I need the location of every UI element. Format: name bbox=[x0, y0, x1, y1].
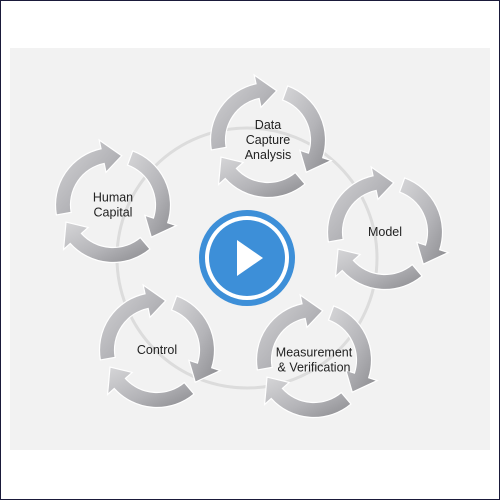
cycle-arrow-measurement-3 bbox=[255, 293, 324, 371]
cycle-arrow-human-capital-1 bbox=[126, 150, 178, 238]
cycle-node-model: Model bbox=[326, 165, 450, 291]
cycle-arrow-data-capture-2 bbox=[217, 156, 306, 199]
cycle-arrow-model-3 bbox=[326, 165, 395, 243]
node-label-model-line-1: Model bbox=[368, 225, 402, 239]
cycle-arrow-control-2 bbox=[106, 366, 195, 409]
node-label-data-capture-line-1: Data bbox=[255, 118, 281, 132]
cycle-arrow-human-capital-2 bbox=[62, 221, 151, 264]
cycle-node-control: Control bbox=[98, 283, 222, 409]
cycle-arrow-data-capture-3 bbox=[209, 73, 278, 151]
node-label-control-line-1: Control bbox=[137, 343, 177, 357]
cycle-arrow-model-1 bbox=[398, 177, 450, 265]
cycle-arrow-model-2 bbox=[334, 248, 423, 291]
node-label-measurement-line-2: & Verification bbox=[278, 361, 351, 375]
cycle-arrow-control-1 bbox=[170, 295, 222, 383]
play-button[interactable] bbox=[199, 210, 295, 306]
cycle-arrow-control-3 bbox=[98, 283, 167, 361]
node-label-data-capture-line-3: Analysis bbox=[245, 148, 292, 162]
cycle-arrow-measurement-2 bbox=[263, 376, 352, 419]
cycle-arrow-data-capture-1 bbox=[281, 85, 333, 173]
cycle-arrow-human-capital-3 bbox=[54, 138, 123, 216]
cycle-node-measurement: Measurement& Verification bbox=[255, 293, 379, 419]
play-icon[interactable] bbox=[237, 240, 263, 276]
node-label-measurement-line-1: Measurement bbox=[276, 346, 353, 360]
node-label-data-capture-line-2: Capture bbox=[246, 133, 291, 147]
node-label-human-capital-line-2: Capital bbox=[94, 206, 133, 220]
cycle-arrow-measurement-1 bbox=[327, 305, 379, 393]
node-label-human-capital-line-1: Human bbox=[93, 191, 133, 205]
